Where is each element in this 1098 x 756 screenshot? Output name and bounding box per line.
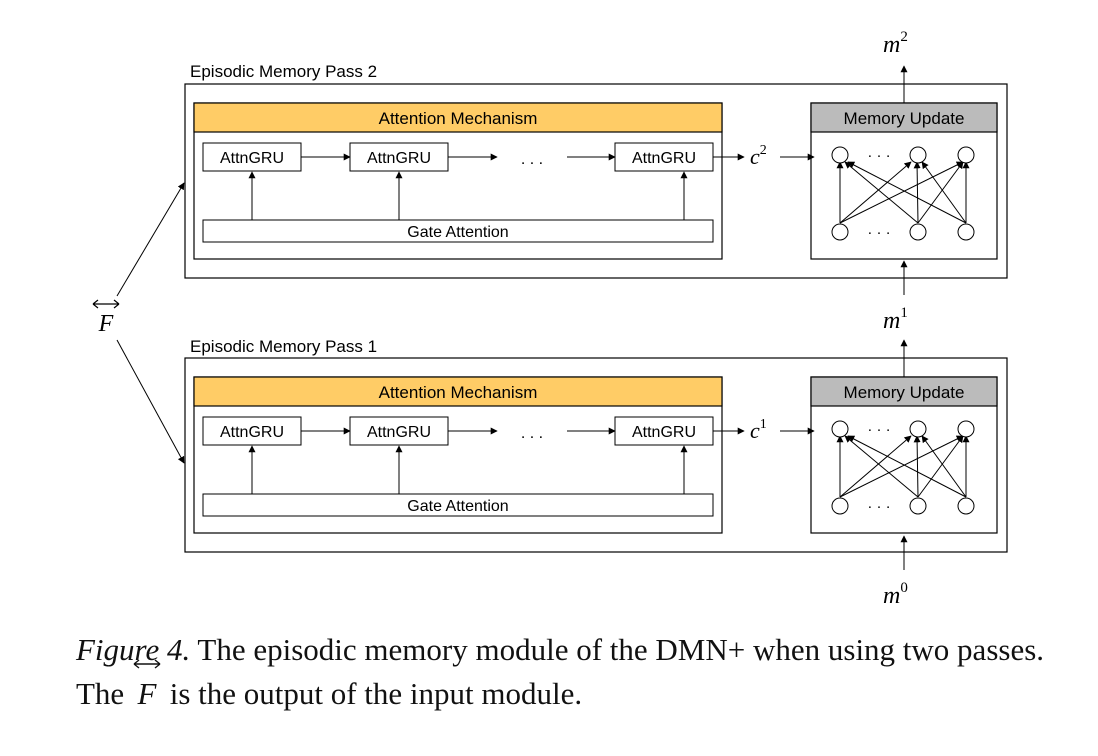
memory-node	[909, 420, 927, 438]
memory-update-header	[810, 376, 998, 407]
memory-node	[957, 223, 975, 241]
gate-attention-box	[202, 219, 714, 243]
episodic-memory-pass-1: Episodic Memory Pass 1 Attention Mechani…	[184, 337, 1008, 553]
attngru-box-3	[614, 416, 714, 446]
attngru-label-2: AttnGRU	[367, 150, 431, 167]
gru-ellipsis: . . .	[521, 151, 543, 168]
memory-node	[957, 146, 975, 164]
attention-header	[193, 102, 723, 133]
caption-text-part2: is the output of the input module.	[161, 676, 583, 711]
pass-title: Episodic Memory Pass 2	[190, 62, 377, 81]
bidirectional-arrow-icon	[133, 659, 161, 669]
attngru-label-2: AttnGRU	[367, 424, 431, 441]
attngru-label-3: AttnGRU	[632, 150, 696, 167]
figure-label: Figure 4.	[76, 632, 191, 667]
memory-network	[836, 435, 970, 498]
attngru-label-3: AttnGRU	[632, 424, 696, 441]
figure-caption: Figure 4. The episodic memory module of …	[76, 628, 1066, 716]
memory-update-label: Memory Update	[844, 109, 965, 128]
memory-network	[836, 161, 970, 224]
memory-node	[831, 146, 849, 164]
episodic-memory-pass-2: Episodic Memory Pass 2 Attention Mechani…	[184, 62, 1008, 279]
memory-node	[831, 420, 849, 438]
input-to-pass1-arrow	[116, 339, 185, 464]
attention-mechanism-label: Attention Mechanism	[379, 383, 538, 402]
gate-attention-box	[202, 493, 714, 517]
pass-outer-box	[184, 357, 1008, 553]
caption-symbol: F	[132, 659, 162, 716]
memory-node	[831, 223, 849, 241]
memory-label-m0: m0	[883, 580, 908, 609]
context-vector-label: c1	[750, 417, 767, 443]
memory-label-m1: m1	[883, 305, 908, 334]
memory-node	[831, 497, 849, 515]
node-ellipsis-bottom: · · ·	[867, 224, 890, 241]
memory-node	[909, 223, 927, 241]
bidirectional-arrow-icon	[92, 299, 120, 309]
attngru-box-1	[202, 142, 302, 172]
input-facts-symbol: F	[92, 299, 120, 337]
node-ellipsis-bottom: · · ·	[867, 498, 890, 515]
attngru-box-2	[349, 142, 449, 172]
memory-node	[909, 497, 927, 515]
memory-node	[957, 497, 975, 515]
node-ellipsis-top: · · ·	[867, 147, 890, 164]
attngru-label-1: AttnGRU	[220, 150, 284, 167]
caption-symbol-f: F	[137, 676, 157, 711]
gru-ellipsis: . . .	[521, 425, 543, 442]
input-to-pass2-arrow	[116, 182, 185, 297]
memory-node	[957, 420, 975, 438]
gate-attention-label: Gate Attention	[407, 224, 508, 241]
gate-attention-label: Gate Attention	[407, 498, 508, 515]
attngru-label-1: AttnGRU	[220, 424, 284, 441]
pass-title: Episodic Memory Pass 1	[190, 337, 377, 356]
context-vector-label: c2	[750, 143, 767, 169]
memory-update-header	[810, 102, 998, 133]
memory-label-m2: m2	[883, 29, 908, 58]
memory-update-label: Memory Update	[844, 383, 965, 402]
attention-header	[193, 376, 723, 407]
attngru-box-3	[614, 142, 714, 172]
input-label-f: F	[98, 311, 114, 337]
attention-mechanism-label: Attention Mechanism	[379, 109, 538, 128]
pass-outer-box	[184, 83, 1008, 279]
caption-text-part1: The episodic memory module of the DMN+ w…	[76, 632, 1045, 711]
attngru-box-1	[202, 416, 302, 446]
memory-node	[909, 146, 927, 164]
node-ellipsis-top: · · ·	[867, 421, 890, 438]
episodic-memory-diagram: Episodic Memory Pass 2 Attention Mechani…	[92, 29, 1008, 609]
